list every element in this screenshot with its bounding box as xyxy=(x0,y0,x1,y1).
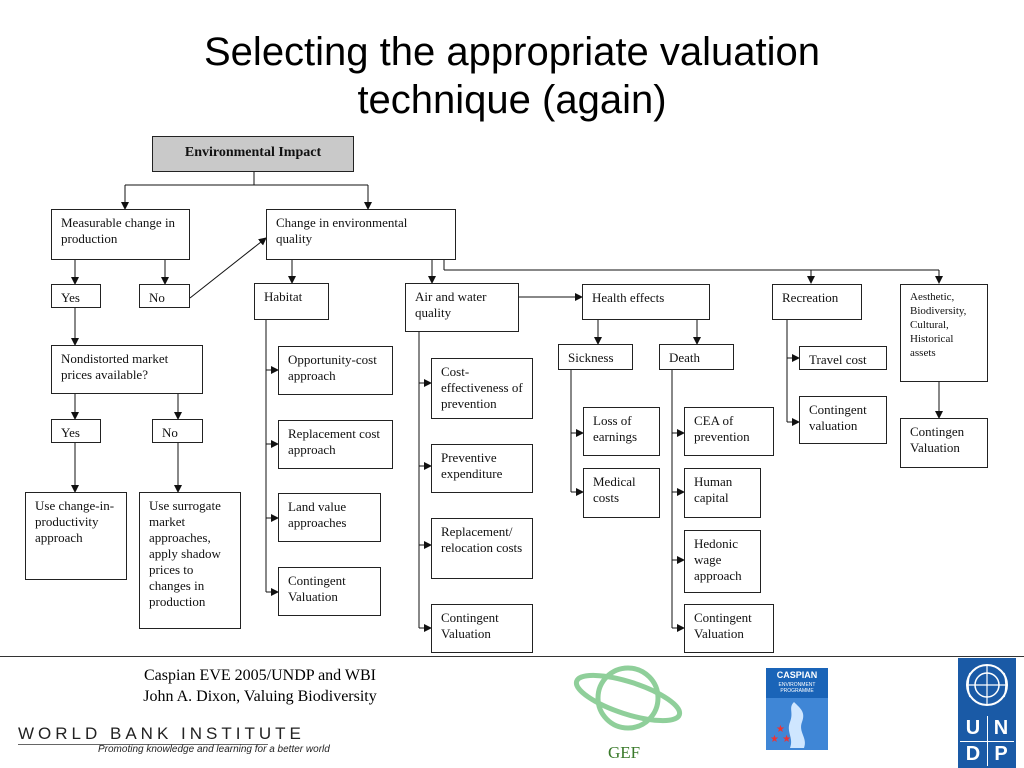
box-human-capital: Human capital xyxy=(684,468,761,518)
box-replacement-cost: Replacement cost approach xyxy=(278,420,393,469)
box-sickness: Sickness xyxy=(558,344,633,370)
box-death: Death xyxy=(659,344,734,370)
box-no-2: No xyxy=(152,419,203,443)
undp-logo: U N D P xyxy=(958,658,1016,768)
undp-letter-d: D xyxy=(965,743,981,765)
undp-letter-p: P xyxy=(994,743,1008,765)
title-line-2: technique (again) xyxy=(357,78,667,122)
undp-letter-n: N xyxy=(993,717,1009,739)
gef-logo-icon xyxy=(573,665,683,731)
box-land-value: Land value approaches xyxy=(278,493,381,542)
box-contingent-valuation-recreation: Contingent valuation xyxy=(799,396,887,444)
box-contingen-valuation: Contingen Valuation xyxy=(900,418,988,468)
un-emblem-icon xyxy=(966,664,1008,706)
box-preventive-expenditure: Preventive expenditure xyxy=(431,444,533,493)
svg-text:★: ★ xyxy=(776,724,785,735)
box-contingent-valuation-death: Contingent Valuation xyxy=(684,604,774,653)
box-health-effects: Health effects xyxy=(582,284,710,320)
box-contingent-valuation-habitat: Contingent Valuation xyxy=(278,567,381,616)
box-travel-cost: Travel cost xyxy=(799,346,887,370)
box-cost-effectiveness: Cost-effectiveness of prevention xyxy=(431,358,533,419)
box-use-surrogate-market: Use surrogate market approaches, apply s… xyxy=(139,492,241,629)
wbi-divider xyxy=(18,744,268,745)
box-medical-costs: Medical costs xyxy=(583,468,660,518)
box-yes-1: Yes xyxy=(51,284,101,308)
svg-text:★ ★: ★ ★ xyxy=(770,734,791,745)
credit-line-1: Caspian EVE 2005/UNDP and WBI xyxy=(144,667,376,684)
footer-divider xyxy=(0,656,1024,657)
box-recreation: Recreation xyxy=(772,284,862,320)
footer-credit: Caspian EVE 2005/UNDP and WBI John A. Di… xyxy=(100,665,420,707)
wbi-tagline: Promoting knowledge and learning for a b… xyxy=(98,744,330,755)
flowchart-connectors xyxy=(71,172,943,632)
box-air-water-quality: Air and water quality xyxy=(405,283,519,332)
world-bank-institute-name: WORLD BANK INSTITUTE xyxy=(18,724,305,743)
credit-line-2: John A. Dixon, Valuing Biodiversity xyxy=(143,688,377,705)
title-line-1: Selecting the appropriate valuation xyxy=(204,30,820,74)
box-loss-of-earnings: Loss of earnings xyxy=(583,407,660,456)
undp-grid-horizontal xyxy=(960,741,1014,742)
gef-label: GEF xyxy=(608,743,641,762)
box-hedonic-wage: Hedonic wage approach xyxy=(684,530,761,593)
box-nondistorted-prices: Nondistorted market prices available? xyxy=(51,345,203,394)
page-title: Selecting the appropriate valuation tech… xyxy=(0,28,1024,124)
caspian-map-icon: ★ ★ ★ xyxy=(766,698,828,750)
box-environmental-impact: Environmental Impact xyxy=(152,136,354,172)
box-no-1: No xyxy=(139,284,190,308)
box-cea-of-prevention: CEA of prevention xyxy=(684,407,774,456)
caspian-logo-icon: CASPIAN ENVIRONMENT PROGRAMME ★ ★ ★ xyxy=(766,668,828,750)
box-use-change-in-productivity: Use change-in-productivity approach xyxy=(25,492,127,580)
box-contingent-valuation-air: Contingent Valuation xyxy=(431,604,533,653)
caspian-subtitle: ENVIRONMENT PROGRAMME xyxy=(778,682,816,694)
box-replacement-relocation: Replacement/ relocation costs xyxy=(431,518,533,579)
box-change-environmental-quality: Change in environmental quality xyxy=(266,209,456,260)
box-habitat: Habitat xyxy=(254,283,329,320)
undp-letter-u: U xyxy=(965,717,981,739)
box-measurable-change: Measurable change in production xyxy=(51,209,190,260)
caspian-name: CASPIAN xyxy=(776,670,818,680)
box-opportunity-cost: Opportunity-cost approach xyxy=(278,346,393,395)
box-yes-2: Yes xyxy=(51,419,101,443)
box-aesthetic-assets: Aesthetic, Biodiversity, Cultural, Histo… xyxy=(900,284,988,382)
